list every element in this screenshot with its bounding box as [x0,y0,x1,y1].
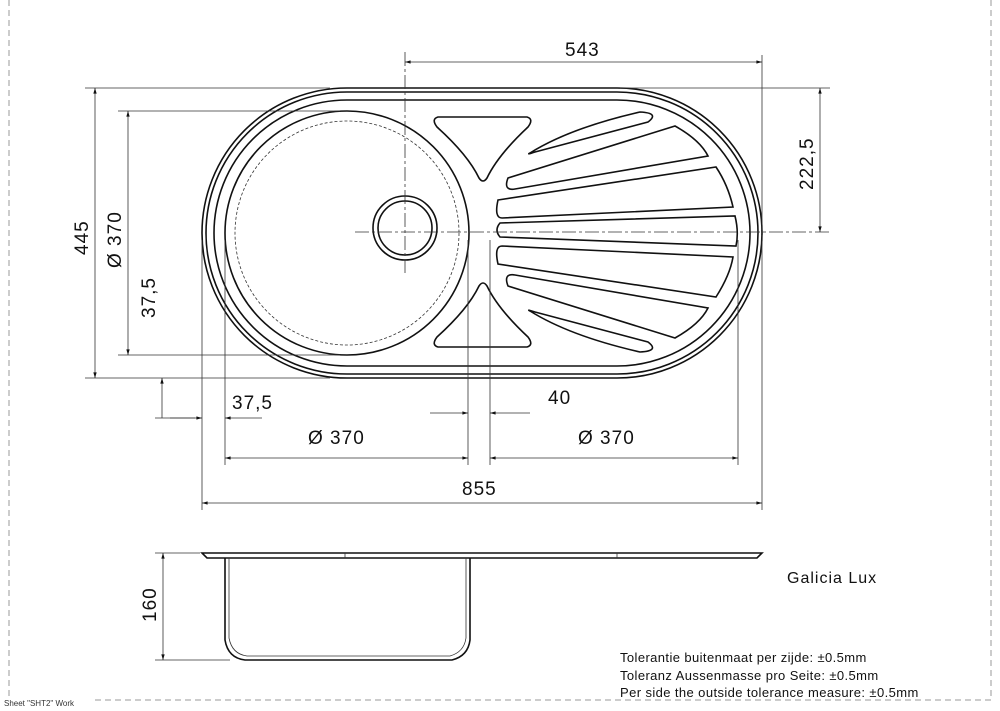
bowl [224,110,470,356]
tolerance-nl: Tolerantie buitenmaat per zijde: ±0.5mm [620,650,867,665]
sink-side-view [200,552,764,661]
dim-bottom-margin: 37,5 [139,277,160,318]
dim-gap: 40 [548,388,571,409]
product-name: Galicia Lux [787,570,877,587]
dim-445: 445 [72,220,93,255]
dim-160: 160 [140,587,161,622]
dimension-lines [93,60,822,661]
dim-left-margin: 37,5 [232,393,273,414]
sheet-border [8,0,992,701]
dim-bowl-diameter-vertical: Ø 370 [105,211,126,268]
sheet-label: Sheet "SHT2" Work [4,699,75,708]
extension-lines [85,55,830,510]
dim-543: 543 [565,40,600,61]
dim-bowl-diameter: Ø 370 [308,428,365,449]
drain-outer [372,195,438,261]
dim-855: 855 [462,479,497,500]
tolerance-de: Toleranz Aussenmasse pro Seite: ±0.5mm [620,668,879,683]
dim-drainer-diameter: Ø 370 [578,428,635,449]
dim-222-5: 222,5 [797,137,818,190]
sink-plan-view [201,52,830,379]
tolerance-en: Per side the outside tolerance measure: … [620,685,919,700]
